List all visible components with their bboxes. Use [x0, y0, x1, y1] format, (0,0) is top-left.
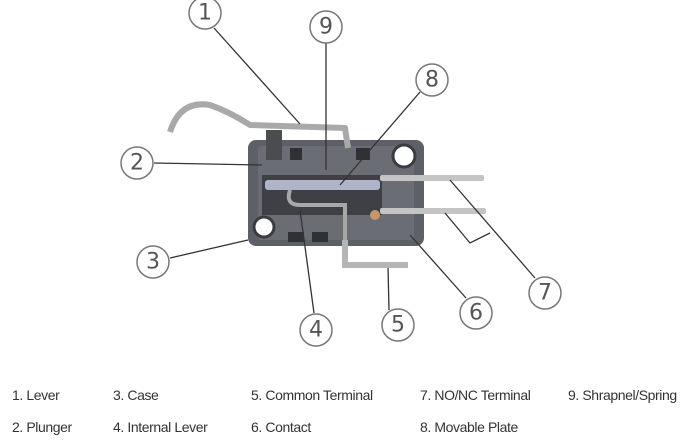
callout-4: 4 — [299, 313, 333, 347]
legend-internal-lever: 4. Internal Lever — [113, 419, 208, 435]
svg-text:1: 1 — [198, 1, 212, 26]
svg-text:4: 4 — [309, 318, 323, 343]
legend-shrapnel-spring: 9. Shrapnel/Spring — [568, 387, 677, 403]
shrapnel-spring — [265, 180, 380, 190]
svg-text:5: 5 — [391, 313, 405, 338]
legend-lever: 1. Lever — [12, 387, 60, 403]
legend-contact: 6. Contact — [251, 419, 311, 435]
contact — [370, 210, 380, 220]
svg-text:6: 6 — [469, 301, 483, 326]
common-terminal — [342, 240, 408, 268]
legend-movable-plate: 8. Movable Plate — [420, 419, 518, 435]
plunger — [266, 130, 282, 160]
svg-text:8: 8 — [425, 68, 439, 93]
callout-8: 8 — [415, 63, 449, 97]
callout-9: 9 — [309, 10, 343, 44]
legend-common-terminal: 5. Common Terminal — [251, 387, 373, 403]
terminal-no — [380, 175, 484, 181]
legend-case: 3. Case — [113, 387, 159, 403]
callout-7: 7 — [528, 276, 562, 310]
callout-6: 6 — [459, 296, 493, 330]
terminal-nc — [380, 208, 486, 214]
callout-1: 1 — [188, 0, 222, 30]
callout-2: 2 — [120, 146, 154, 180]
legend-no-nc-terminal: 7. NO/NC Terminal — [420, 387, 531, 403]
callout-5: 5 — [381, 308, 415, 342]
svg-text:3: 3 — [146, 250, 160, 275]
lever — [167, 101, 351, 149]
svg-text:7: 7 — [538, 281, 552, 306]
leader-lines — [153, 27, 536, 314]
svg-text:9: 9 — [319, 15, 333, 40]
legend-plunger: 2. Plunger — [12, 419, 72, 435]
internal-lever — [286, 189, 347, 240]
svg-text:2: 2 — [130, 151, 144, 176]
callout-3: 3 — [136, 245, 170, 279]
